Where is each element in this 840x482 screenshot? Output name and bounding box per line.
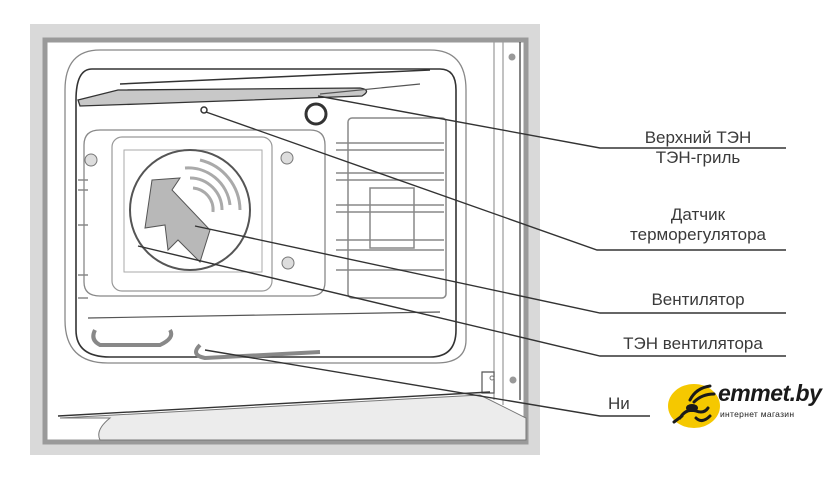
screw-tr	[280, 151, 294, 165]
lamp	[304, 102, 328, 126]
screw-bottom-right	[509, 376, 517, 384]
leader-top-heater	[317, 95, 786, 149]
cavity-outline	[64, 49, 467, 364]
leader-lines	[137, 95, 786, 417]
label-top-heater-line1: Верхний ТЭН	[644, 128, 752, 147]
side-rack-right	[336, 117, 447, 299]
door-top-edge	[57, 391, 491, 417]
back-wall-panel	[83, 129, 326, 297]
side-rack-left	[78, 179, 88, 299]
emmet-logo[interactable]: emmet.by интернет магазин	[666, 378, 840, 434]
fan-heater-arrow	[144, 177, 211, 263]
fan-cover	[111, 136, 273, 292]
label-thermostat-sensor: Датчик терморегулятора	[610, 205, 786, 245]
floor-line	[87, 311, 441, 319]
top-heater-back	[119, 69, 431, 85]
screw-br	[281, 256, 295, 270]
logo-brand: emmet.by	[718, 380, 822, 406]
label-bottom-heater-line1: Ни	[608, 394, 630, 413]
label-top-heater: Верхний ТЭН ТЭН-гриль	[610, 128, 786, 168]
logo-tagline: интернет магазин	[720, 409, 795, 419]
fan-slots	[184, 158, 242, 213]
leader-bottom-heater	[204, 349, 650, 417]
label-top-heater-line2: ТЭН-гриль	[655, 148, 741, 167]
door-glass	[59, 394, 527, 441]
bee-mascot-icon	[668, 384, 720, 428]
top-heater-element	[77, 87, 368, 107]
top-heater-rod	[319, 83, 421, 95]
leader-fan-heater	[137, 245, 786, 357]
label-bottom-heater: Ни	[608, 394, 648, 414]
latch-hole	[489, 375, 495, 381]
door-latch	[481, 371, 495, 394]
thermostat-sensor-part	[200, 106, 208, 114]
label-fan-heater: ТЭН вентилятора	[600, 334, 786, 354]
bottom-heater-element-2	[194, 343, 321, 361]
screw-top-right	[508, 53, 516, 61]
label-fan: Вентилятор	[610, 290, 786, 310]
label-fan-heater-line1: ТЭН вентилятора	[623, 334, 763, 353]
label-thermostat-line2: терморегулятора	[630, 225, 766, 244]
door-hinge-strip	[493, 42, 527, 440]
bottom-heater-element	[91, 328, 174, 347]
label-thermostat-line1: Датчик	[670, 205, 726, 224]
cavity-inner	[75, 68, 457, 358]
leader-thermostat	[205, 111, 786, 251]
fan-ring	[129, 149, 251, 271]
screw-tl	[84, 153, 98, 167]
label-fan-line1: Вентилятор	[651, 290, 745, 309]
leader-fan	[194, 225, 786, 314]
